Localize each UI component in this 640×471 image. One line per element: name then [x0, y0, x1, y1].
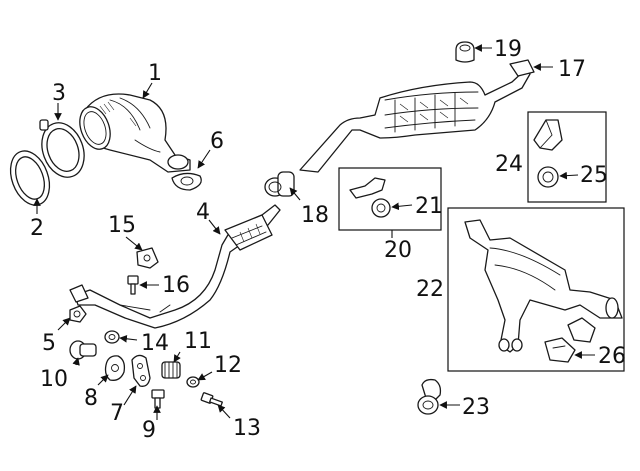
callout-9: 9	[142, 418, 156, 443]
callout-15: 15	[108, 213, 136, 238]
part-15-bracket[interactable]	[136, 247, 159, 269]
callout-3: 3	[52, 81, 66, 106]
part-13-bolt[interactable]	[200, 392, 223, 407]
callout-10: 10	[40, 367, 68, 392]
part-16-bolt[interactable]	[127, 275, 139, 295]
group-22-box	[447, 207, 625, 372]
part-1-catalytic-converter[interactable]	[74, 93, 191, 173]
callout-8: 8	[84, 386, 98, 411]
part-11-spring[interactable]	[161, 361, 181, 379]
part-10-grommet[interactable]	[69, 340, 97, 360]
part-24-bracket[interactable]	[533, 119, 563, 151]
leader-lines	[33, 44, 595, 420]
callout-23: 23	[462, 395, 490, 420]
part-4-front-pipe[interactable]	[69, 204, 281, 329]
part-7-hanger[interactable]	[131, 354, 151, 387]
callout-7: 7	[110, 401, 124, 426]
callout-25: 25	[580, 163, 608, 188]
callout-11: 11	[184, 329, 212, 354]
callout-labels: 1 2 3 4 5 6 7 8 9 10 11 12 13 14 15 16 1…	[30, 37, 626, 443]
callout-19: 19	[494, 37, 522, 62]
callout-12: 12	[214, 353, 242, 378]
callout-26: 26	[598, 344, 626, 369]
part-2-gasket[interactable]	[4, 146, 57, 211]
callout-24: 24	[495, 152, 523, 177]
callout-4: 4	[196, 200, 210, 225]
part-3-clamp[interactable]	[35, 117, 92, 183]
callout-16: 16	[162, 273, 190, 298]
callout-2: 2	[30, 216, 44, 241]
part-23-hanger-clamp[interactable]	[417, 378, 442, 415]
part-17-center-muffler[interactable]	[299, 59, 535, 173]
callout-6: 6	[210, 129, 224, 154]
part-12-washer[interactable]	[186, 376, 200, 388]
part-14-washer[interactable]	[104, 330, 120, 344]
callout-14: 14	[141, 331, 169, 356]
part-26-valve-actuator[interactable]	[544, 317, 596, 363]
part-22-rear-muffler[interactable]	[464, 219, 623, 353]
part-20-bracket[interactable]	[349, 177, 386, 199]
callout-21: 21	[415, 194, 443, 219]
callout-22: 22	[416, 277, 444, 302]
group-24-box	[527, 111, 607, 203]
callout-5: 5	[42, 331, 56, 356]
part-25-rubber-mount[interactable]	[537, 166, 559, 188]
part-8-mount[interactable]	[104, 355, 126, 381]
part-5-nut[interactable]	[69, 305, 87, 323]
part-21-rubber-mount[interactable]	[371, 198, 391, 218]
part-6-flange-gasket[interactable]	[171, 172, 202, 191]
part-18-clamp[interactable]	[264, 171, 295, 197]
part-19-rubber-mount[interactable]	[455, 41, 475, 63]
callout-20: 20	[384, 238, 412, 263]
group-20-box	[338, 167, 442, 231]
callout-17: 17	[558, 57, 586, 82]
callout-18: 18	[301, 203, 329, 228]
callout-1: 1	[148, 61, 162, 86]
part-9-bolt[interactable]	[151, 389, 165, 409]
callout-13: 13	[233, 416, 261, 441]
